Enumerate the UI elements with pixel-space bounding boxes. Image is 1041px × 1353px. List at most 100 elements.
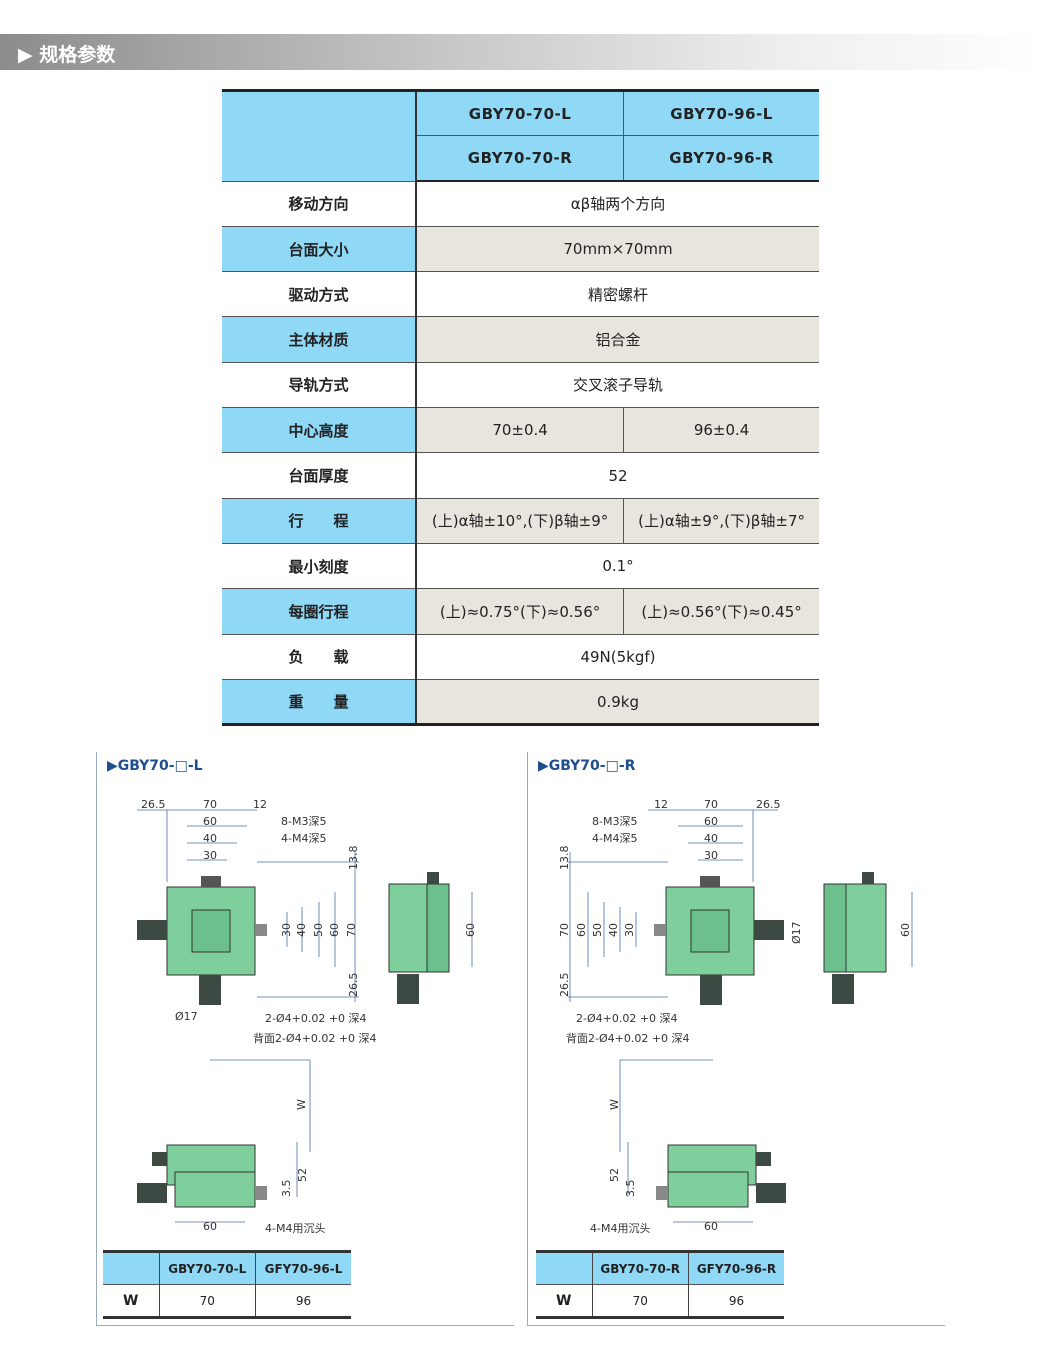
section-banner: ▶ 规格参数 — [0, 34, 1041, 70]
dim-label: 3.5 — [280, 1180, 293, 1198]
row-label: 负 载 — [222, 634, 417, 680]
dim-label: 60 — [464, 923, 477, 937]
note-label: 4-M4用沉头 — [590, 1222, 650, 1235]
note-label: 8-M3深5 — [281, 815, 326, 828]
dim-label: 60 — [328, 923, 341, 937]
dim-label: 70 — [203, 798, 217, 811]
header-blank — [222, 89, 417, 182]
w-table-cell: W — [103, 1284, 159, 1319]
stage-side-view — [388, 872, 450, 1004]
w-table-header: GFY70-96-R — [687, 1250, 784, 1285]
dim-label: 30 — [623, 923, 636, 937]
drawing-title: ▶GBY70-□-R — [538, 758, 636, 774]
row-value: 52 — [416, 452, 819, 499]
note-label: 4-M4深5 — [592, 832, 637, 845]
row-value: (上)≈0.75°(下)≈0.56° — [416, 588, 625, 635]
row-label: 行 程 — [222, 498, 417, 544]
w-table-cell: 70 — [158, 1284, 256, 1319]
w-table-header: GFY70-96-L — [254, 1250, 351, 1285]
dim-label: 13.8 — [558, 846, 571, 871]
note-label: 2-Ø4+0.02 +0 深4 — [265, 1012, 367, 1025]
stage-side-view — [823, 872, 887, 1004]
drawing-panel-left: ▶GBY70-□-L 26.5 70 12 60 40 30 8-M3深5 4-… — [96, 752, 514, 1326]
dim-label: 70 — [345, 923, 358, 937]
dim-label: 26.5 — [558, 973, 571, 998]
row-value: 铝合金 — [416, 316, 819, 363]
dim-label: 70 — [558, 923, 571, 937]
w-table-cell: 96 — [254, 1284, 351, 1319]
row-value: 0.1° — [416, 543, 819, 590]
note-label: 8-M3深5 — [592, 815, 637, 828]
row-label: 主体材质 — [222, 316, 417, 363]
row-label: 中心高度 — [222, 407, 417, 454]
note-label: 2-Ø4+0.02 +0 深4 — [576, 1012, 678, 1025]
dim-label: 13.8 — [347, 846, 360, 871]
w-table-cell: 96 — [687, 1284, 784, 1319]
w-table-cell: W — [536, 1284, 592, 1319]
row-label: 台面厚度 — [222, 452, 417, 499]
row-label: 驱动方式 — [222, 271, 417, 318]
section-title: ▶ 规格参数 — [18, 44, 116, 66]
w-table-header: GBY70-70-L — [158, 1250, 256, 1285]
w-table-header — [103, 1250, 159, 1285]
w-table-cell: 70 — [591, 1284, 689, 1319]
row-value: 96±0.4 — [623, 407, 819, 454]
model-header: GBY70-96-L — [623, 88, 819, 137]
dim-label: 26.5 — [756, 798, 781, 811]
dim-label: 3.5 — [624, 1180, 637, 1198]
row-value: 70mm×70mm — [416, 226, 819, 273]
note-label: Ø17 — [175, 1010, 198, 1023]
dim-label: 12 — [253, 798, 267, 811]
dim-label: 40 — [607, 923, 620, 937]
technical-drawing-left: 26.5 70 12 60 40 30 8-M3深5 4-M4深5 2-Ø4+0… — [137, 798, 477, 1235]
model-header: GBY70-70-L — [416, 88, 625, 137]
dim-label: W — [608, 1099, 621, 1110]
dim-label: 60 — [575, 923, 588, 937]
row-label: 重 量 — [222, 679, 417, 727]
dim-label: W — [295, 1099, 308, 1110]
drawing-title: ▶GBY70-□-L — [107, 758, 203, 774]
dim-label: 26.5 — [141, 798, 166, 811]
row-value: (上)≈0.56°(下)≈0.45° — [623, 588, 819, 635]
note-label: 背面2-Ø4+0.02 +0 深4 — [253, 1031, 377, 1045]
dim-label: 52 — [608, 1168, 621, 1182]
row-label: 每圈行程 — [222, 588, 417, 635]
technical-drawing-right: 12 70 26.5 60 40 30 8-M3深5 4-M4深5 2-Ø4+0… — [558, 798, 913, 1235]
dim-label: 12 — [654, 798, 668, 811]
dim-label: 60 — [203, 815, 217, 828]
row-label: 移动方向 — [222, 181, 417, 227]
stage-front-view — [656, 1144, 786, 1208]
row-label: 台面大小 — [222, 226, 417, 273]
dim-label: 30 — [203, 849, 217, 862]
dim-label: 60 — [899, 923, 912, 937]
dim-label: 26.5 — [347, 973, 360, 998]
dim-label: 60 — [704, 815, 718, 828]
row-value: 精密螺杆 — [416, 271, 819, 318]
stage-front-view — [137, 1144, 267, 1208]
dim-label: 30 — [280, 923, 293, 937]
model-header: GBY70-96-R — [623, 135, 819, 183]
row-value: 交叉滚子导轨 — [416, 362, 819, 409]
row-label: 导轨方式 — [222, 362, 417, 409]
spec-table: GBY70-70-L GBY70-96-L GBY70-70-R GBY70-9… — [222, 88, 819, 727]
dim-label: 40 — [203, 832, 217, 845]
row-value: αβ轴两个方向 — [416, 181, 819, 227]
dim-label: 30 — [704, 849, 718, 862]
w-table-header: GBY70-70-R — [591, 1250, 689, 1285]
row-value: (上)α轴±9°,(下)β轴±7° — [623, 498, 819, 544]
dim-label: 52 — [296, 1168, 309, 1182]
row-value: 0.9kg — [416, 679, 819, 727]
note-label: 4-M4用沉头 — [265, 1222, 325, 1235]
note-label: Ø17 — [790, 921, 803, 944]
row-value: 49N(5kgf) — [416, 634, 819, 680]
dim-label: 40 — [295, 923, 308, 937]
drawing-panel-right: ▶GBY70-□-R 12 70 26.5 60 40 30 8-M3深5 4-… — [527, 752, 945, 1326]
model-header: GBY70-70-R — [416, 135, 625, 183]
dim-label: 60 — [203, 1220, 217, 1233]
note-label: 4-M4深5 — [281, 832, 326, 845]
dim-label: 50 — [312, 923, 325, 937]
dim-label: 40 — [704, 832, 718, 845]
dim-label: 50 — [591, 923, 604, 937]
